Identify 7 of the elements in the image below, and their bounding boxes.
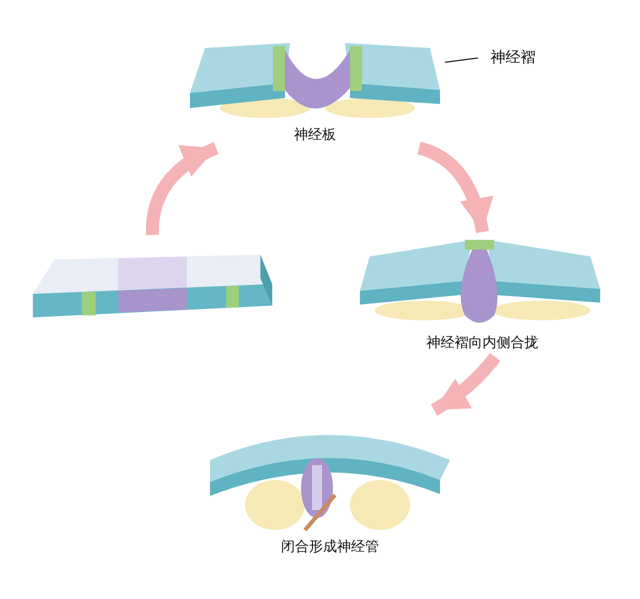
arrow [430,352,500,416]
stage-caption: 闭合形成神经管 [281,538,379,556]
leader-line [444,58,478,63]
part-label: 神经褶 [490,47,536,68]
stage-caption: 神经板 [294,126,336,144]
stage-caption: 神经褶向内侧合拢 [426,334,538,352]
arrow [146,142,219,236]
